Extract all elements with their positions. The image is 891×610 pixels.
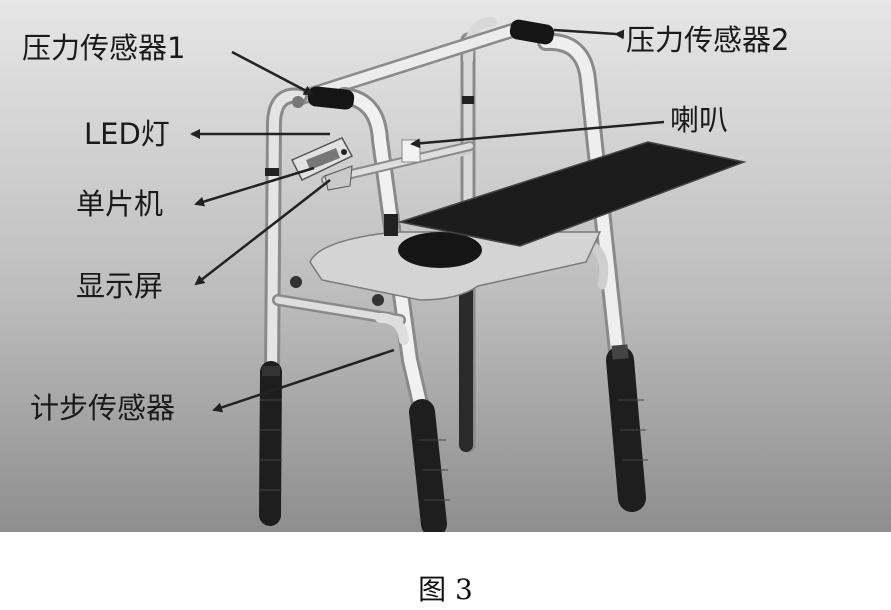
label-microcontroller: 单片机: [76, 187, 164, 221]
walker-illustration: [0, 0, 891, 537]
label-display-screen: 显示屏: [76, 269, 164, 303]
leg-grips: [260, 399, 648, 501]
grip-left: [307, 86, 355, 110]
left-joint: [292, 96, 304, 108]
lower-joint-middle: [372, 294, 384, 306]
arrow-step-sensor: [212, 348, 395, 413]
arrow-microcontroller: [194, 166, 315, 207]
label-speaker: 喇叭: [670, 103, 729, 137]
panel: [397, 141, 747, 247]
right-frame: [537, 32, 646, 512]
arrow-pressure-sensor-1: [231, 50, 314, 96]
lower-crossbars: [272, 294, 409, 345]
label-step-sensor: 计步传感器: [30, 391, 176, 425]
top-bar: [292, 20, 528, 106]
lower-joint-left: [290, 276, 302, 288]
arrow-display: [194, 179, 331, 286]
label-pressure-sensor-1: 压力传感器1: [22, 31, 186, 65]
arrow-speaker: [410, 120, 665, 149]
back-clamp: [462, 96, 474, 104]
grip-right: [509, 19, 555, 45]
label-pressure-sensor-2: 压力传感器2: [626, 23, 790, 57]
figure-caption: 图 3: [418, 573, 473, 606]
panel-clamp: [384, 214, 398, 236]
left-leg-clamp: [262, 366, 280, 376]
cup-holder: [398, 232, 482, 268]
left-frame: [259, 87, 308, 526]
left-clamp: [265, 168, 279, 176]
right-clamp: [611, 344, 629, 360]
arrow-pressure-sensor-2: [553, 28, 625, 40]
leader-arrows: [190, 28, 665, 413]
label-led-light: LED灯: [84, 117, 170, 151]
walker-diagram: 压力传感器1 压力传感器2 LED灯 喇叭 单片机 显示屏 计步传感器: [0, 0, 891, 537]
